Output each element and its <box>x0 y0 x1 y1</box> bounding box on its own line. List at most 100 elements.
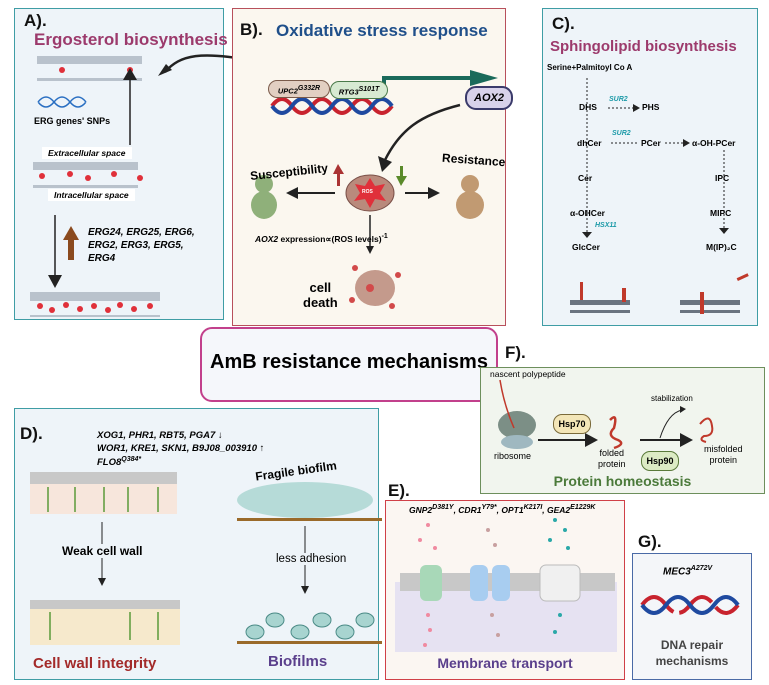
panel-g <box>632 553 752 680</box>
folded-line: protein <box>598 459 626 469</box>
arrow-left-icon <box>286 187 298 199</box>
sur2-gene: SUR2 <box>612 130 631 137</box>
snps-label: ERG genes' SNPs <box>34 116 111 126</box>
misfolded-line: misfolded <box>704 444 743 454</box>
main-title: AmB resistance mechanisms <box>210 351 488 373</box>
down-arrow-icon <box>400 166 403 178</box>
gnp2-mutation: D381Y <box>432 504 454 511</box>
upc2-protein: UPC2G332R <box>268 80 330 98</box>
panel-f-label: F). <box>505 343 526 362</box>
down-arrow-icon: ↓ <box>217 430 223 441</box>
cell-death-line: death <box>303 295 338 310</box>
gea2-transporter-icon <box>539 564 581 602</box>
resistant-yeast-icon <box>461 175 479 193</box>
cell-death-line: cell <box>309 280 332 295</box>
formula-gene: AOX2 <box>255 233 279 244</box>
gene-line: ERG2, ERG3, ERG5, <box>88 240 184 251</box>
misfolded-line: protein <box>709 455 738 465</box>
panel-b-label: B). <box>240 20 263 39</box>
opt1-mutation: K217I <box>523 504 543 511</box>
erg-gene-list: ERG24, ERG25, ERG6, ERG2, ERG3, ERG5, ERG4 <box>88 226 195 265</box>
panel-g-label: G). <box>638 532 662 551</box>
cell-wall-weak-icon <box>30 609 180 645</box>
gene-line: ERG24, ERG25, ERG6, <box>88 227 195 238</box>
folded-protein-icon <box>609 416 623 450</box>
glccer: GlcCer <box>572 242 600 252</box>
aox2-gene: AOX2 <box>465 86 513 110</box>
pcer: PCer <box>641 138 661 148</box>
flo8-label: FLO8 <box>97 457 122 469</box>
biofilm-cells-icon <box>245 612 375 640</box>
panel-c-label: C). <box>552 14 575 33</box>
panel-c-title: Sphingolipid biosynthesis <box>550 38 737 55</box>
upregulated-genes: WOR1, KRE1, SKN1, B9J08_003910 ↑ <box>97 443 264 454</box>
mec3-mutation: A272V <box>690 565 713 572</box>
mip2c: M(IP)₂C <box>706 242 737 252</box>
extracellular-label: Extracellular space <box>42 147 132 159</box>
cdr1-mutation: Y79* <box>481 504 497 511</box>
ribosome-icon <box>498 411 536 439</box>
flo8-mutation: Q384* <box>121 456 142 463</box>
mipc: MIPC <box>710 208 732 218</box>
mec3-label: MEC3 <box>663 566 691 578</box>
increase-arrow-icon <box>68 238 74 260</box>
hsp90-chaperone: Hsp90 <box>641 451 679 471</box>
opt1-label: OPT1 <box>501 504 524 515</box>
hsx11-gene: HSX11 <box>595 222 617 229</box>
upc2-mutation: G332R <box>297 85 321 92</box>
panel-g-title: DNA repair mechanisms <box>632 637 752 669</box>
panel-c <box>542 8 758 326</box>
gnp2-label: GNP2 <box>409 504 433 515</box>
rtg3-protein: RTG3S101T <box>330 81 388 99</box>
panel-b-title: Oxidative stress response <box>276 21 488 40</box>
genes-up-text: WOR1, KRE1, SKN1, B9J08_003910 <box>97 443 257 454</box>
center-title-box <box>200 327 498 402</box>
dhs: DHS <box>579 102 597 112</box>
opt1-transporter-icon <box>492 565 510 601</box>
hsp70-chaperone: Hsp70 <box>553 414 591 434</box>
gnp2-transporter-icon <box>420 565 442 601</box>
fragile-biofilm-icon <box>237 482 373 518</box>
title-line: DNA repair <box>660 638 724 652</box>
formula-text: expression∝(ROS levels) <box>280 233 382 244</box>
weak-cell-wall-label: Weak cell wall <box>62 544 143 558</box>
genes-down-text: XOG1, PHR1, RBT5, PGA7 <box>97 430 216 441</box>
ros-label: ROS <box>362 189 373 195</box>
panel-a-label: A). <box>24 11 47 30</box>
title-line: mechanisms <box>655 654 729 668</box>
downregulated-genes: XOG1, PHR1, RBT5, PGA7 ↓ <box>97 430 223 441</box>
cdr1-label: CDR1 <box>458 504 482 515</box>
alpha-oh-pcer: α-OH-PCer <box>692 138 736 148</box>
dna-icon <box>37 96 87 108</box>
panel-f-title: Protein homeostasis <box>553 473 692 489</box>
panel-e-title: Membrane transport <box>437 655 573 671</box>
cell-membrane-icon <box>30 472 177 484</box>
phs: PHS <box>642 102 660 112</box>
less-adhesion-label: less adhesion <box>276 553 347 565</box>
panel-d-title-cell-wall: Cell wall integrity <box>33 655 157 672</box>
rtg3-label: RTG3 <box>338 87 359 97</box>
misfolded-protein-icon <box>699 417 714 443</box>
flo8-gene: FLO8Q384* <box>97 456 141 468</box>
transport-genes: GNP2D381Y, CDR1Y79*, OPT1K217I, GEA2E122… <box>409 504 596 515</box>
panel-a-title: Ergosterol biosynthesis <box>34 30 228 49</box>
sphingolipid-membrane-icon <box>570 300 740 313</box>
panel-d-label: D). <box>20 424 43 443</box>
ros-burst-icon <box>354 178 386 208</box>
membrane-icon <box>30 56 160 317</box>
curved-arrow-icon <box>383 103 461 161</box>
ribosome-label: ribosome <box>494 451 532 461</box>
gene-line: ERG4 <box>88 253 116 264</box>
upc2-label: UPC2 <box>277 86 298 96</box>
start-substrate: Serine+Palmitoyl Co A <box>547 63 633 72</box>
